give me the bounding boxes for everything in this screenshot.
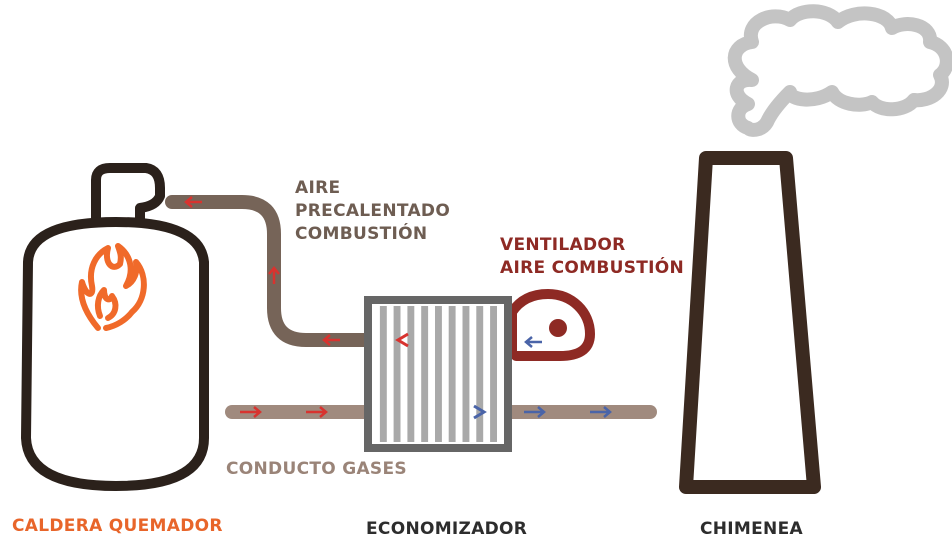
label-aire-2: PRECALENTADO	[295, 201, 450, 221]
arrow-cold-left	[524, 336, 542, 348]
flow-arrows	[184, 196, 612, 420]
arrow-hot-right	[240, 406, 262, 418]
economizer-bar	[476, 306, 484, 442]
label-economizador: ECONOMIZADOR	[366, 519, 527, 539]
label-aire-3: COMBUSTIÓN	[295, 222, 427, 244]
boiler-shape	[21, 163, 209, 491]
economizer-bar	[435, 306, 442, 442]
economizer-bar	[448, 306, 456, 442]
arrow-hot-up	[268, 266, 280, 284]
arrow-hot-left	[184, 196, 202, 208]
economizer-bar	[490, 306, 497, 442]
economizer-bar	[407, 306, 415, 442]
label-ventilador-2: AIRE COMBUSTIÓN	[500, 256, 684, 278]
label-caldera: CALDERA QUEMADOR	[12, 516, 223, 536]
label-aire-1: AIRE	[295, 178, 340, 198]
label-ventilador-1: VENTILADOR	[500, 235, 626, 255]
economizer-bar	[421, 306, 429, 442]
arrow-cold-right	[590, 406, 612, 418]
economizer-bar	[393, 306, 401, 442]
label-chimenea: CHIMENEA	[700, 519, 803, 539]
smoke-icon	[727, 4, 952, 137]
fan-icon	[507, 289, 595, 361]
flame-icon	[78, 243, 147, 331]
economizer-bar	[379, 306, 387, 442]
economizer	[364, 296, 512, 452]
chimney-shape	[679, 151, 821, 494]
label-conducto-gases: CONDUCTO GASES	[226, 459, 407, 479]
arrow-cold-right	[524, 406, 546, 418]
economizer-bars	[379, 306, 497, 442]
economizer-bar	[462, 306, 470, 442]
arrow-hot-right	[306, 406, 328, 418]
arrow-hot-left	[322, 334, 340, 346]
